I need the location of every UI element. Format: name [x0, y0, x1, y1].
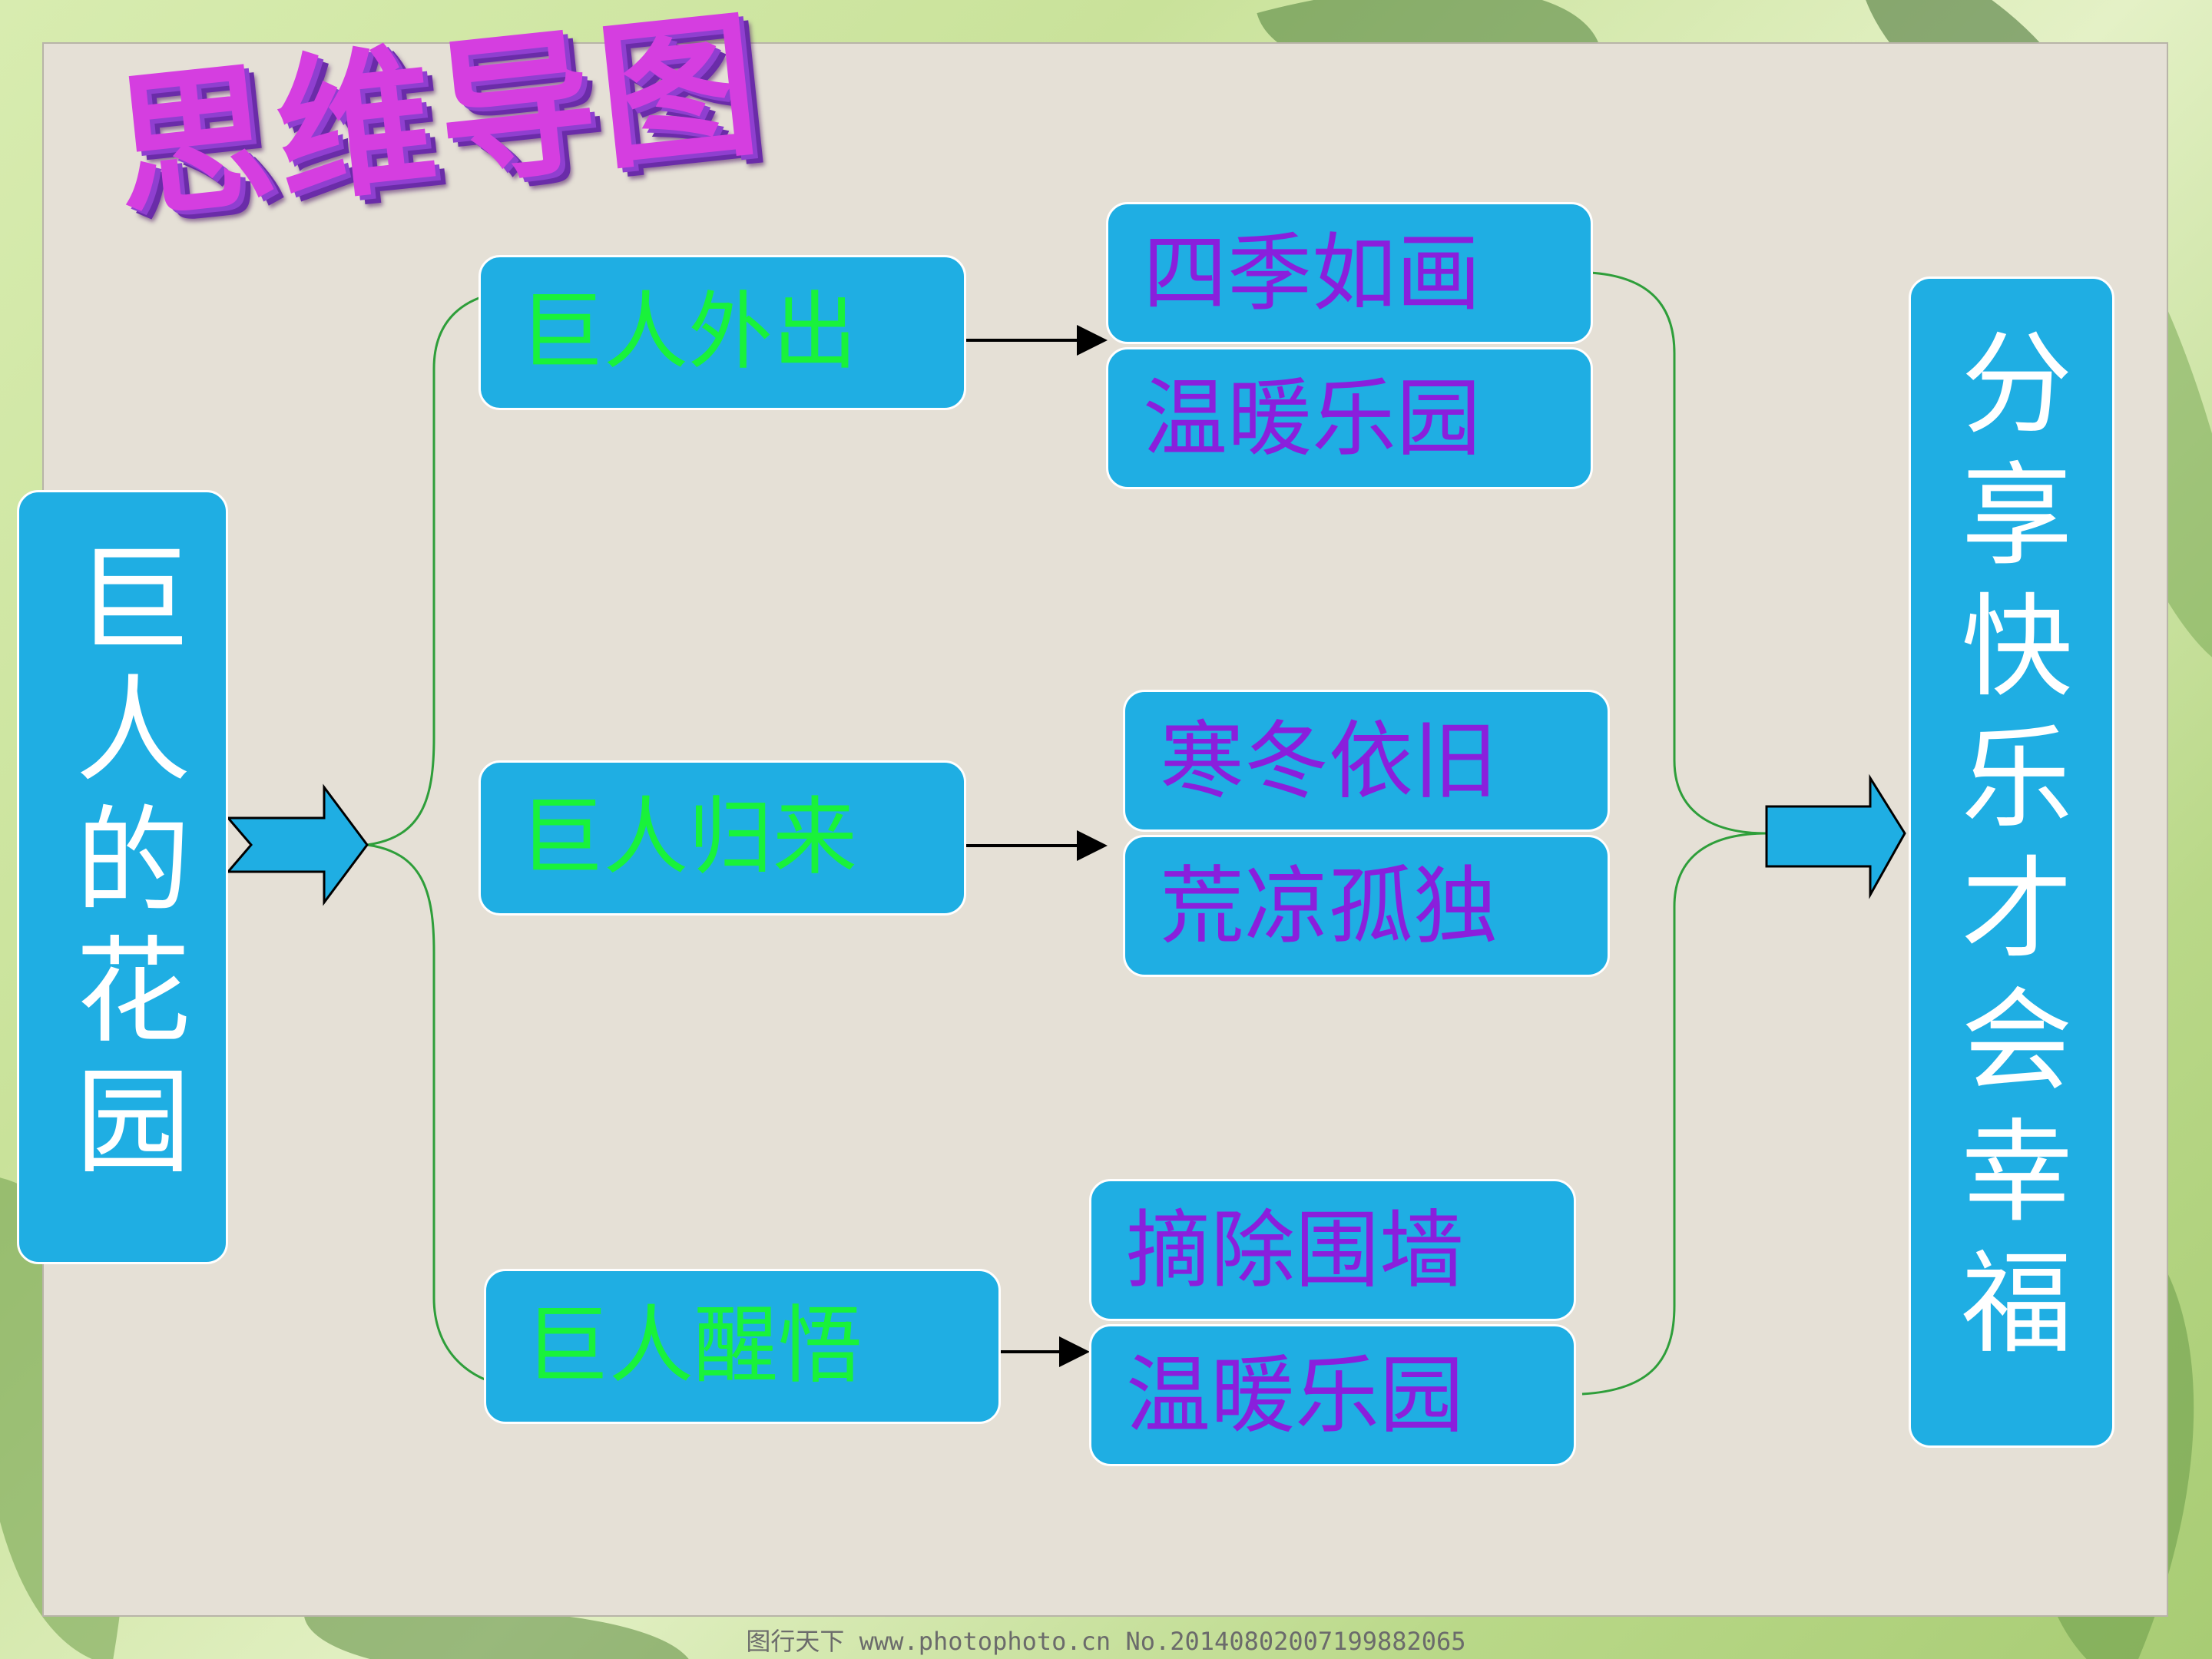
detail-box-3a: 摘除围墙: [1089, 1179, 1576, 1321]
branch-box-3: 巨人醒悟: [484, 1269, 1001, 1424]
detail-label-2a: 寒冬依旧: [1160, 712, 1498, 810]
root-box: 巨人的花园: [17, 490, 228, 1264]
detail-label-1a: 四季如画: [1143, 224, 1481, 323]
detail-label-3a: 摘除围墙: [1126, 1201, 1464, 1300]
detail-box-1a: 四季如画: [1106, 202, 1593, 344]
branch-label-1: 巨人外出: [519, 283, 857, 381]
branch-label-2: 巨人归来: [519, 788, 857, 886]
detail-label-2b: 荒凉孤独: [1160, 857, 1498, 955]
root-label: 巨人的花园: [56, 538, 190, 1191]
branch-box-2: 巨人归来: [478, 760, 966, 916]
detail-box-3b: 温暖乐园: [1089, 1324, 1576, 1466]
detail-box-2b: 荒凉孤独: [1123, 835, 1610, 977]
branch-box-1: 巨人外出: [478, 255, 966, 410]
detail-box-1b: 温暖乐园: [1106, 347, 1593, 489]
conclusion-box: 分享快乐才会幸福: [1909, 276, 2114, 1448]
conclusion-label: 分享快乐才会幸福: [1942, 325, 2071, 1376]
branch-label-3: 巨人醒悟: [525, 1296, 863, 1395]
watermark-text: 图行天下 www.photophoto.cn No.20140802007199…: [746, 1627, 1466, 1656]
detail-label-1b: 温暖乐园: [1143, 369, 1481, 468]
detail-box-2a: 寒冬依旧: [1123, 690, 1610, 832]
detail-label-3b: 温暖乐园: [1126, 1346, 1464, 1445]
